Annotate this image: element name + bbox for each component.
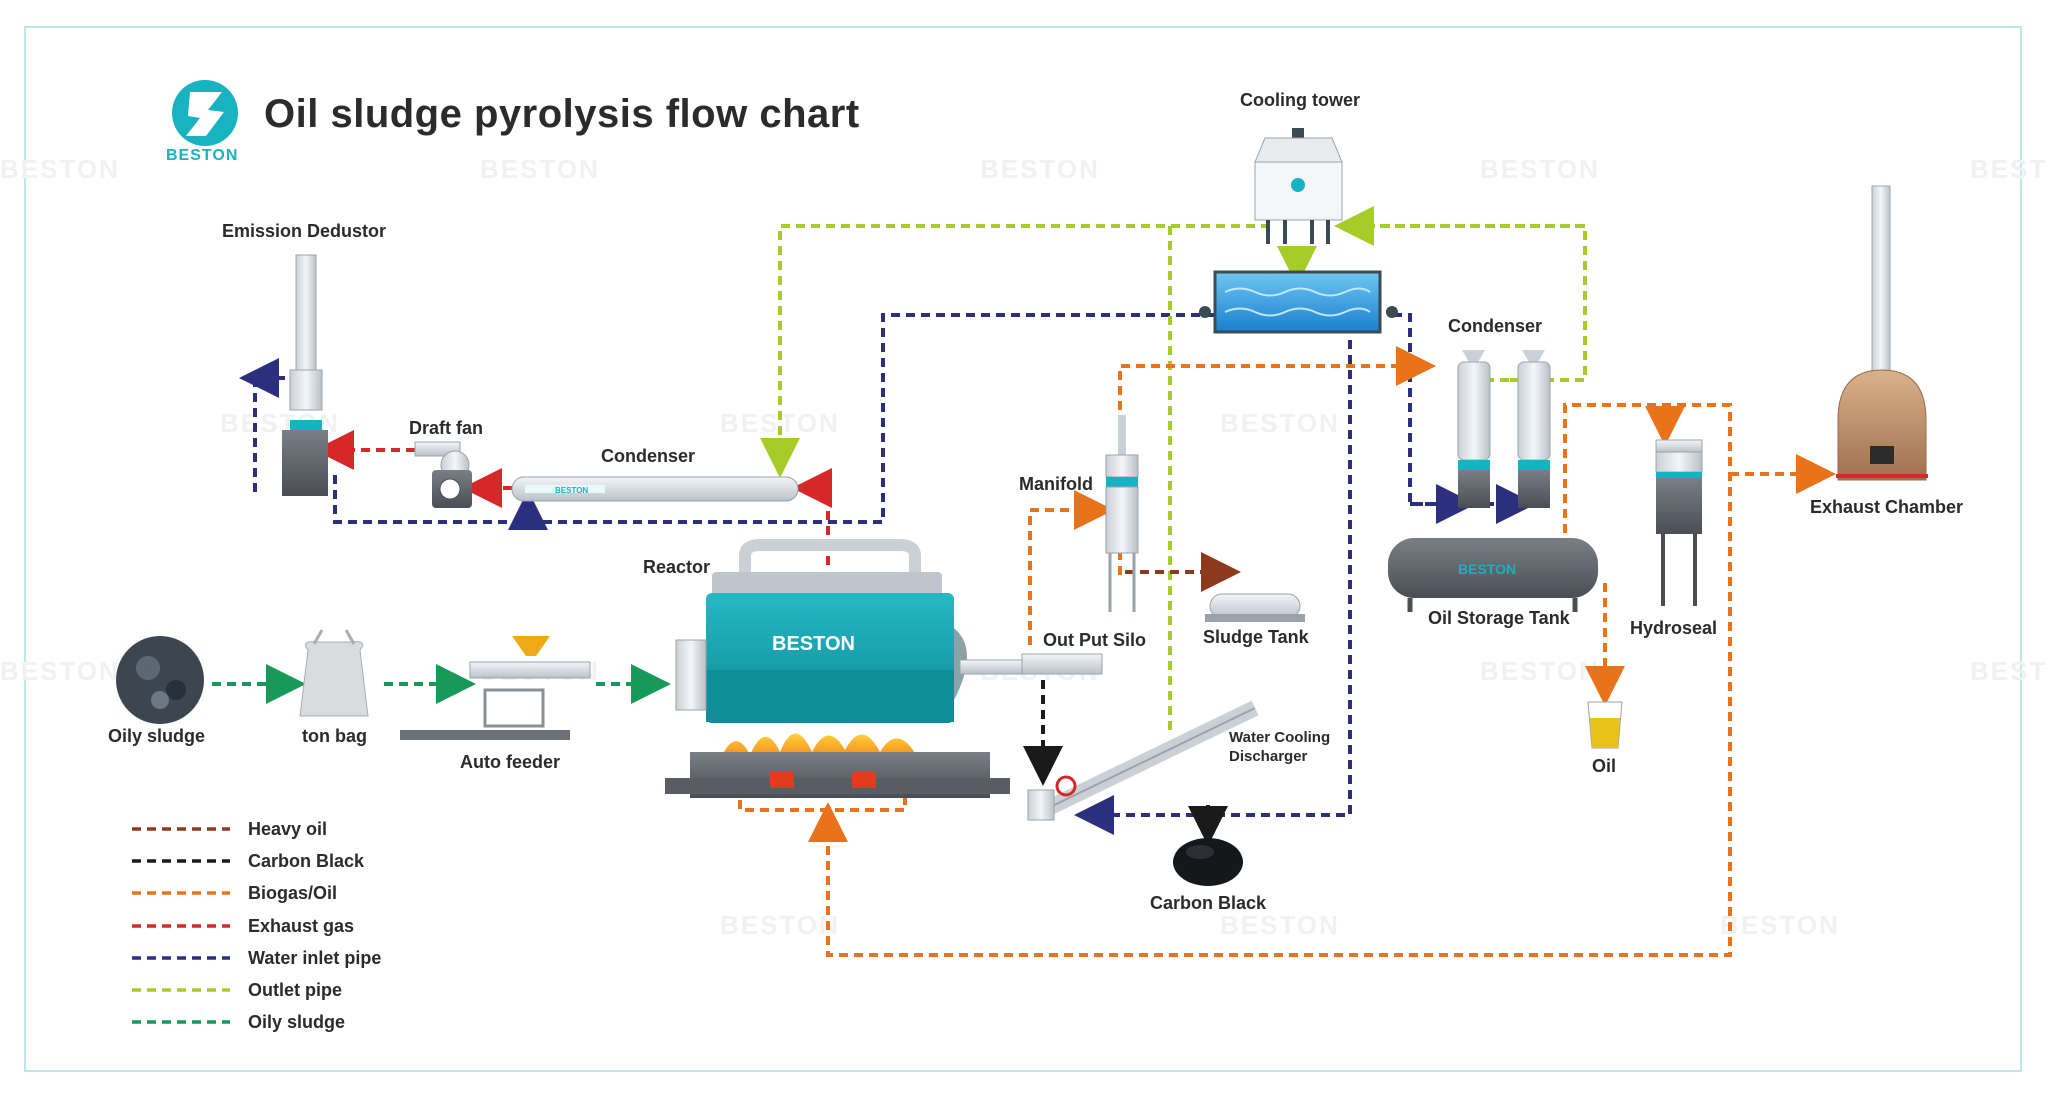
pipe-water-inlet bbox=[1074, 340, 1352, 835]
page-title: Oil sludge pyrolysis flow chart bbox=[264, 92, 860, 136]
hydroseal-icon bbox=[1655, 439, 1703, 606]
label-draft-fan: Draft fan bbox=[409, 418, 484, 438]
label-hydroseal: Hydroseal bbox=[1630, 618, 1718, 638]
pipe-biogas-oil bbox=[808, 403, 1732, 957]
legend-label-carbon-black: Carbon Black bbox=[248, 851, 365, 871]
oil-beaker-icon bbox=[1587, 701, 1623, 749]
label-manifold: Manifold bbox=[1019, 474, 1093, 494]
sludge-tank-icon bbox=[1205, 593, 1305, 622]
manifold-icon bbox=[1105, 415, 1139, 612]
beston-logo-icon bbox=[172, 80, 238, 146]
label-out-put-silo: Out Put Silo bbox=[1043, 630, 1146, 650]
label-cooling-tower: Cooling tower bbox=[1240, 90, 1360, 110]
label-oily-sludge: Oily sludge bbox=[108, 726, 206, 746]
watermark: BESTON bbox=[0, 656, 120, 686]
watermark: BESTON bbox=[720, 910, 840, 940]
exhaust-chamber-icon bbox=[1836, 185, 1928, 481]
label-water-cooling-discharger-2: Discharger bbox=[1229, 748, 1308, 765]
label-condenser-vertical: Condenser bbox=[1448, 316, 1543, 336]
label-exhaust-chamber: Exhaust Chamber bbox=[1810, 497, 1964, 517]
watermark: BESTON bbox=[1720, 910, 1840, 940]
pipe-exhaust-gas bbox=[792, 468, 832, 565]
legend-label-heavy-oil: Heavy oil bbox=[248, 819, 328, 839]
label-carbon-black: Carbon Black bbox=[1150, 893, 1267, 913]
label-condenser-horizontal: Condenser bbox=[601, 446, 696, 466]
emission-dedustor-icon bbox=[282, 254, 328, 496]
watermark: BESTON bbox=[1970, 154, 2048, 184]
watermark: BESTON bbox=[1220, 910, 1340, 940]
reactor-plate: BESTON bbox=[772, 633, 855, 655]
brand-name: BESTON bbox=[166, 147, 239, 164]
label-reactor: Reactor bbox=[643, 557, 711, 577]
watermark: BESTON bbox=[1480, 154, 1600, 184]
reactor-icon: BESTON bbox=[665, 539, 1103, 798]
cooling-tower-icon bbox=[1254, 128, 1343, 244]
legend-label-exhaust-gas: Exhaust gas bbox=[248, 916, 355, 936]
legend-label-outlet: Outlet pipe bbox=[248, 980, 342, 1000]
water-cooling-discharger-icon bbox=[1027, 700, 1259, 821]
pipe-outlet bbox=[760, 224, 1270, 478]
watermark: BESTON bbox=[1220, 408, 1340, 438]
auto-feeder-icon bbox=[400, 636, 591, 740]
oil-storage-tank-icon: BESTON bbox=[1388, 538, 1598, 612]
vertical-condensers-icon bbox=[1457, 350, 1551, 508]
watermark: BESTON bbox=[980, 154, 1100, 184]
horizontal-condenser-icon: BESTON bbox=[511, 476, 799, 502]
pipe-biogas-oil bbox=[1028, 490, 1114, 645]
oily-sludge-pile-icon bbox=[116, 636, 204, 724]
carbon-black-pile-icon bbox=[1173, 838, 1243, 886]
label-water-cooling-discharger-1: Water Cooling bbox=[1229, 729, 1331, 746]
ton-bag-icon bbox=[299, 629, 369, 717]
label-auto-feeder: Auto feeder bbox=[460, 752, 561, 772]
pipe-water-inlet bbox=[1393, 313, 1476, 524]
legend-label-water-inlet: Water inlet pipe bbox=[248, 948, 382, 968]
watermark: BESTON bbox=[480, 154, 600, 184]
oil-tank-plate: BESTON bbox=[1458, 561, 1516, 577]
legend-label-biogas-oil: Biogas/Oil bbox=[248, 883, 338, 903]
draft-fan-icon bbox=[414, 441, 472, 508]
pipe-biogas-oil bbox=[1118, 346, 1436, 575]
label-oil-storage-tank: Oil Storage Tank bbox=[1428, 608, 1570, 628]
watermark: BESTON bbox=[0, 154, 120, 184]
condenser-plate: BESTON bbox=[555, 486, 588, 495]
label-oil: Oil bbox=[1592, 756, 1617, 776]
watermark: BESTON bbox=[1480, 656, 1600, 686]
legend-label-oily-sludge: Oily sludge bbox=[248, 1012, 346, 1032]
label-emission-dedustor: Emission Dedustor bbox=[222, 221, 387, 241]
label-ton-bag: ton bag bbox=[302, 726, 367, 746]
diagram-frame bbox=[24, 26, 2022, 1072]
label-sludge-tank: Sludge Tank bbox=[1203, 627, 1309, 647]
watermark: BESTON bbox=[1970, 656, 2048, 686]
cooling-pool-icon bbox=[1199, 270, 1398, 334]
